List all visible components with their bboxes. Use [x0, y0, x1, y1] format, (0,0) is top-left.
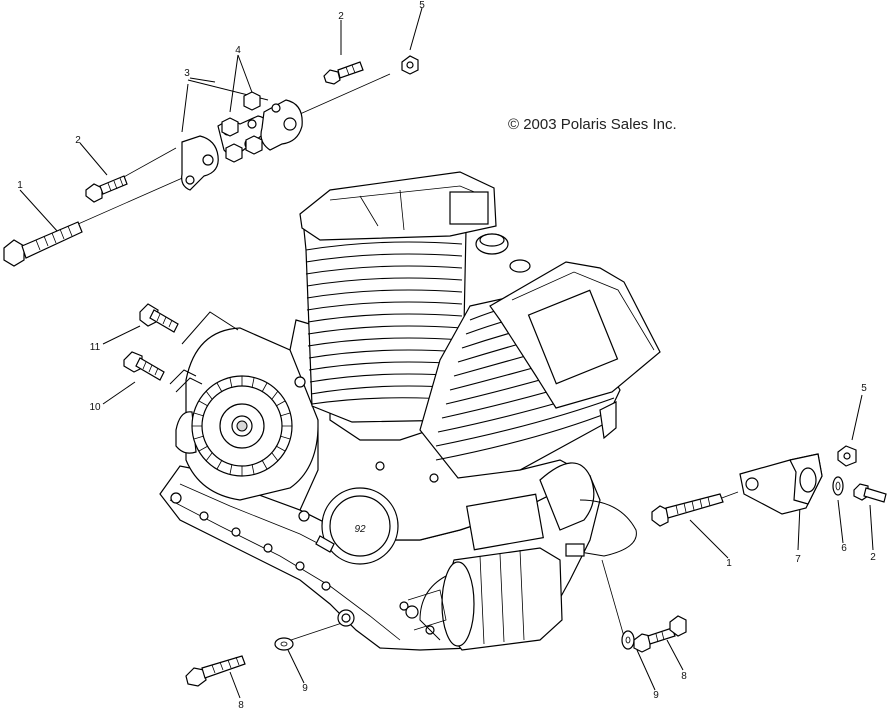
bolt-10	[123, 351, 165, 381]
filler-cap	[475, 233, 531, 273]
callout-8-left: 8	[238, 700, 244, 710]
bolt-bottom-right	[633, 615, 687, 653]
callout-9-left: 9	[302, 683, 308, 694]
washer-bottom-right	[621, 630, 635, 650]
bolt-long-rear	[651, 493, 724, 527]
nut-pair	[221, 91, 263, 163]
bolt-long-upper	[3, 221, 83, 267]
callout-3: 3	[184, 68, 190, 79]
copyright-notice: © 2003 Polaris Sales Inc.	[508, 116, 677, 133]
starter-motor	[405, 493, 563, 651]
callout-2-upper-top: 2	[338, 11, 344, 22]
callout-5-upper: 5	[419, 0, 425, 11]
callout-10: 10	[89, 402, 101, 413]
mount-bracket-left	[181, 135, 219, 191]
callout-7: 7	[795, 554, 801, 565]
nut-top	[401, 55, 419, 75]
callout-1-upper: 1	[17, 180, 23, 191]
engine-badge: 92	[354, 524, 366, 535]
callout-8-right: 8	[681, 671, 687, 682]
callout-6: 6	[841, 543, 847, 554]
callout-4: 4	[235, 45, 241, 56]
bolt-11	[139, 303, 179, 333]
mount-bracket-right	[260, 99, 303, 151]
engine-assembly: 92	[159, 171, 661, 651]
callout-2-upper-left: 2	[75, 135, 81, 146]
washer-rear	[832, 476, 844, 496]
washer-bottom-left	[274, 637, 294, 651]
callout-11: 11	[90, 342, 101, 353]
leader-lines	[19, 7, 874, 699]
bolt-bottom-left	[185, 655, 246, 687]
callout-5-rear: 5	[861, 383, 867, 394]
mount-bracket-rear	[739, 453, 823, 515]
callout-9-right: 9	[653, 690, 659, 701]
bolt-short-upper-top	[323, 61, 364, 85]
bolt-short-rear	[853, 483, 887, 503]
callout-2-rear: 2	[870, 552, 876, 563]
bolt-short-upper-left	[85, 175, 128, 203]
callout-1-rear: 1	[726, 558, 732, 569]
nut-rear	[837, 445, 857, 467]
callout-labels: 1 2 3 4 2 5 11 10 5 1 7 6 2 8 9 9 8	[17, 0, 876, 710]
